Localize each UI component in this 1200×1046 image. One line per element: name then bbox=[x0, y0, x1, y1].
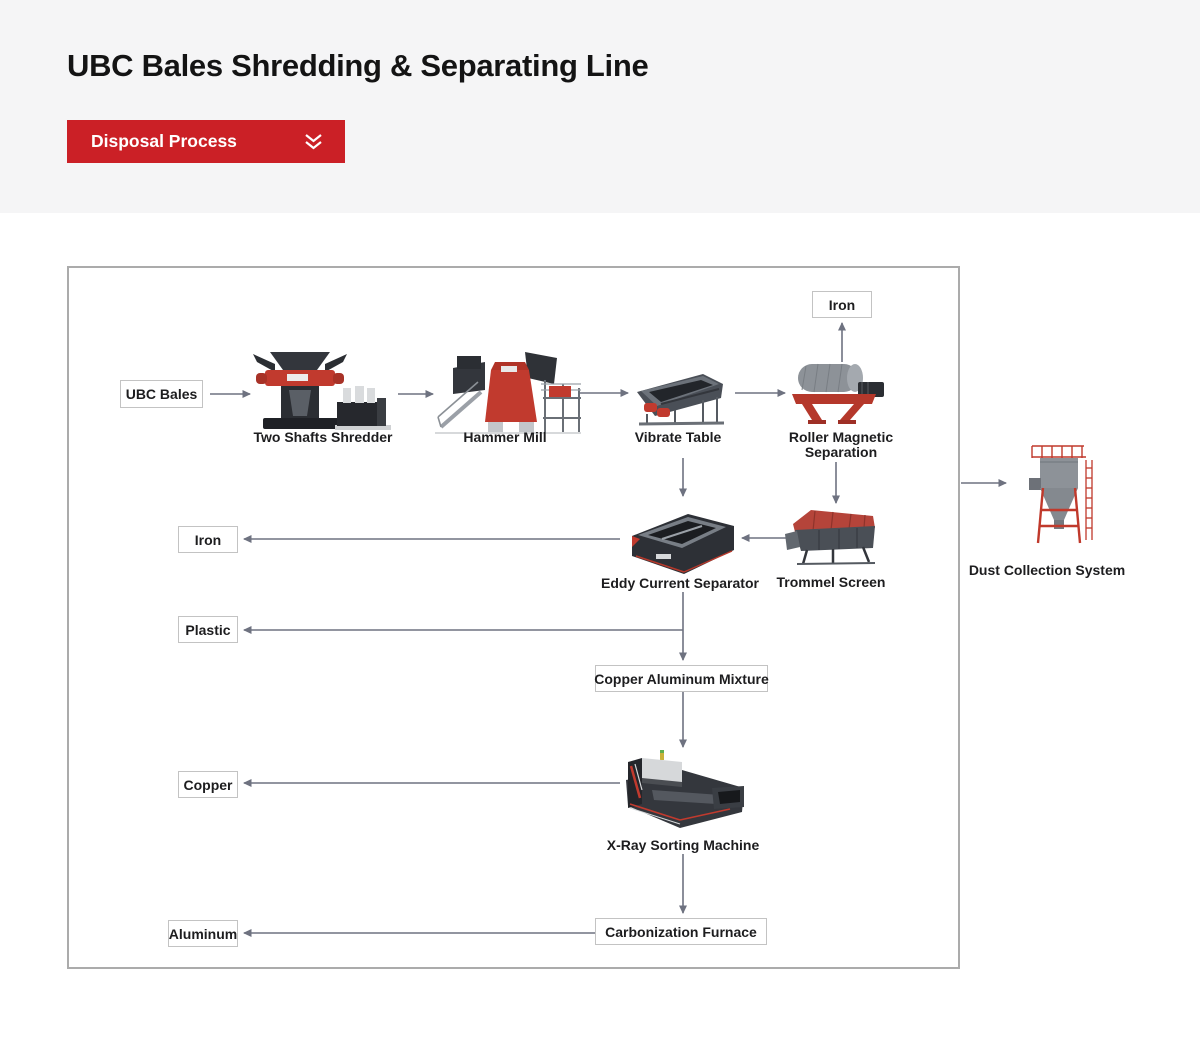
x-ray-sorting-machine-image bbox=[616, 750, 754, 836]
label-hammer-mill: Hammer Mill bbox=[463, 429, 547, 445]
vibrate-table-image bbox=[631, 366, 729, 428]
page-title: UBC Bales Shredding & Separating Line bbox=[67, 48, 649, 83]
hammer-mill-image bbox=[433, 340, 583, 435]
label-vibrate-table: Vibrate Table bbox=[634, 429, 722, 445]
label-two-shafts-shredder: Two Shafts Shredder bbox=[253, 429, 393, 445]
node-iron-top: Iron bbox=[812, 291, 872, 318]
trommel-screen-image bbox=[785, 504, 881, 568]
node-copper-aluminum-mixture: Copper Aluminum Mixture bbox=[594, 665, 769, 692]
label-eddy-current-separator: Eddy Current Separator bbox=[601, 575, 759, 591]
two-shafts-shredder-image bbox=[245, 342, 395, 434]
header-band bbox=[0, 0, 1200, 213]
node-plastic: Plastic bbox=[178, 616, 238, 643]
label-x-ray-sorting-machine: X-Ray Sorting Machine bbox=[606, 837, 760, 853]
eddy-current-separator-image bbox=[626, 506, 740, 580]
disposal-process-dropdown[interactable]: Disposal Process bbox=[67, 120, 345, 163]
node-ubc-bales: UBC Bales bbox=[120, 380, 203, 408]
label-dust-collection-system: Dust Collection System bbox=[968, 562, 1126, 578]
node-copper: Copper bbox=[178, 771, 238, 798]
label-trommel-screen: Trommel Screen bbox=[776, 574, 886, 590]
node-carbonization-furnace: Carbonization Furnace bbox=[595, 918, 767, 945]
double-chevron-down-icon bbox=[304, 133, 323, 150]
roller-magnetic-separation-image bbox=[788, 358, 894, 428]
dropdown-label: Disposal Process bbox=[91, 131, 237, 151]
label-roller-magnetic-separation: Roller Magnetic Separation bbox=[788, 429, 894, 460]
node-aluminum: Aluminum bbox=[168, 920, 238, 947]
dust-collection-system-image bbox=[1016, 440, 1100, 552]
node-iron-left: Iron bbox=[178, 526, 238, 553]
